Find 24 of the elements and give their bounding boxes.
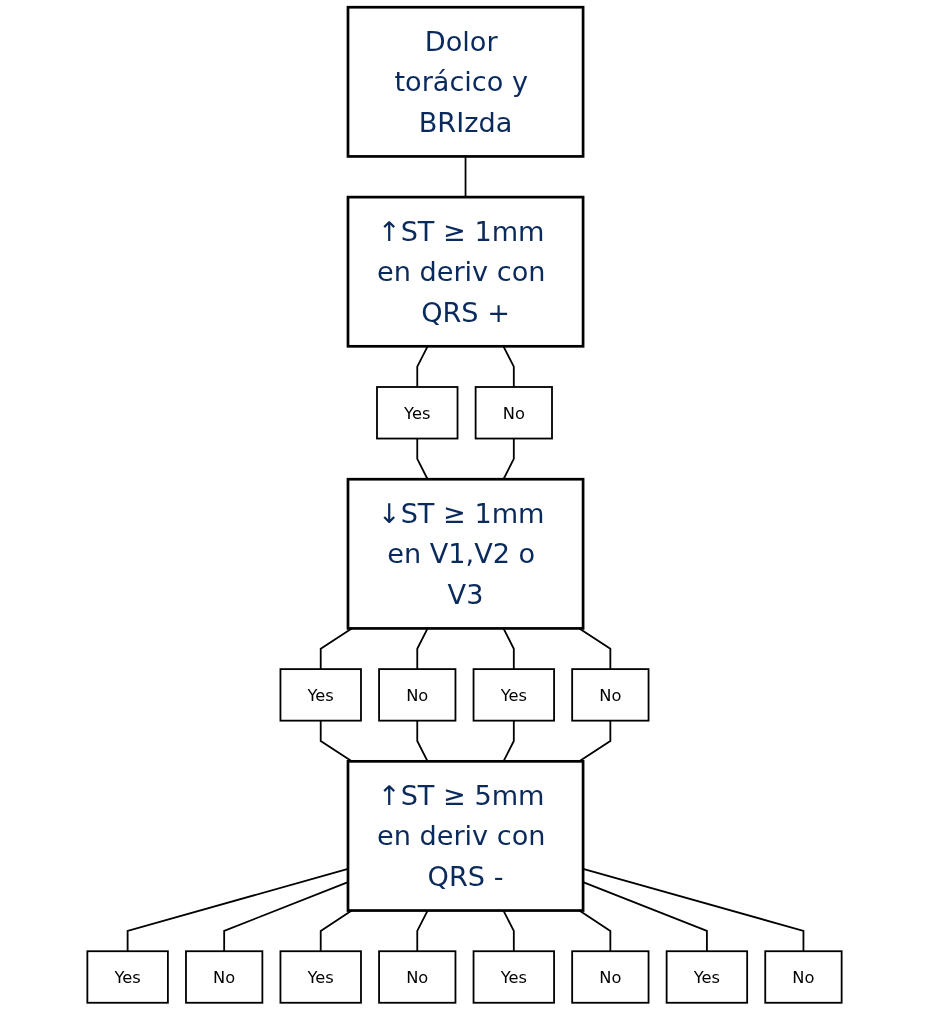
node-box: Yes: [86, 950, 169, 1004]
node-box: No: [185, 950, 264, 1004]
connector: [578, 719, 612, 763]
node-box: Yes: [665, 950, 749, 1004]
node-box: Yes: [279, 668, 362, 722]
node-box: ↑ST ≥ 1mm en deriv con QRS +: [346, 195, 585, 348]
connector: [319, 719, 353, 763]
node-box: ↓ST ≥ 1mm en V1,V2 o V3: [346, 477, 585, 630]
node-box: No: [474, 386, 553, 440]
node-box: No: [764, 950, 843, 1004]
node-box: No: [571, 950, 650, 1004]
node-box: Yes: [472, 668, 555, 722]
node-box: Yes: [279, 950, 362, 1004]
node-box: Dolor torácico y BRIzda: [346, 5, 585, 158]
node-box: Yes: [472, 950, 555, 1004]
node-box: No: [378, 668, 457, 722]
connector: [319, 909, 353, 953]
connector: [578, 627, 612, 670]
connector: [578, 909, 612, 953]
node-box: Yes: [376, 386, 459, 440]
node-box: No: [378, 950, 457, 1004]
connector: [319, 627, 353, 670]
node-box: ↑ST ≥ 5mm en deriv con QRS -: [346, 760, 585, 912]
node-box: No: [571, 668, 650, 722]
